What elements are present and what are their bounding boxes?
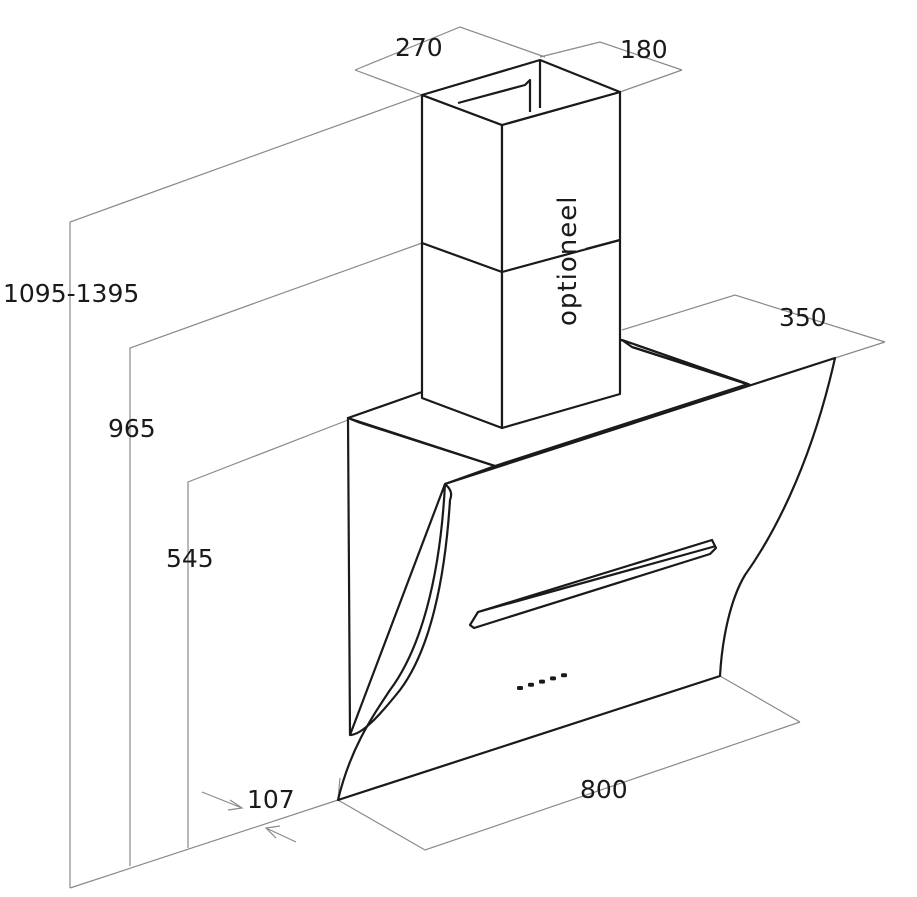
dim-label-350: 350 <box>779 303 827 332</box>
arrow-107-bottom <box>264 825 297 843</box>
dim-line-350 <box>621 294 886 343</box>
control-button <box>561 673 567 678</box>
dim-ext-350-right <box>834 341 886 359</box>
dim-line-180 <box>539 41 683 71</box>
dim-label-965: 965 <box>108 414 156 443</box>
dim-label-180: 180 <box>620 35 668 64</box>
dim-line-270 <box>354 26 546 71</box>
dim-label-545: 545 <box>166 544 214 573</box>
chimney-inner-duct <box>457 78 532 112</box>
dim-line-545 <box>187 419 349 848</box>
body-top-back-edge <box>631 345 751 387</box>
dim-label-800: 800 <box>580 775 628 804</box>
dim-ext-270-left <box>354 69 423 96</box>
optional-label: optioneel <box>553 196 583 326</box>
chimney-top-opening <box>420 58 622 127</box>
dim-ext-800-right <box>719 675 801 723</box>
dim-line-965 <box>129 242 423 866</box>
control-button <box>517 686 523 690</box>
light-strip-edge <box>477 544 717 614</box>
control-button <box>539 679 545 684</box>
glass-edge-highlight <box>349 483 453 737</box>
control-panel <box>517 673 567 690</box>
arrow-107-top <box>201 791 244 811</box>
dimension-labels: 270 180 1095-1395 965 350 545 107 800 <box>3 33 827 814</box>
dim-ext-180-right <box>619 69 683 93</box>
control-button <box>528 682 534 687</box>
dim-line-1095-1395 <box>69 94 423 888</box>
dim-label-1095-1395: 1095-1395 <box>3 279 139 308</box>
chimney-front-face <box>420 93 504 430</box>
dimension-lines <box>69 26 886 889</box>
body-top-inner-edge <box>357 420 496 468</box>
hood-body <box>336 338 837 802</box>
chimney-seam-inner <box>585 238 621 251</box>
dim-line-800 <box>337 721 801 851</box>
dim-baseline <box>69 799 339 889</box>
chimney-seam <box>421 238 621 274</box>
dim-label-270: 270 <box>395 33 443 62</box>
control-button <box>550 676 556 681</box>
chimney: optioneel <box>420 58 622 430</box>
dim-label-107: 107 <box>247 785 295 814</box>
